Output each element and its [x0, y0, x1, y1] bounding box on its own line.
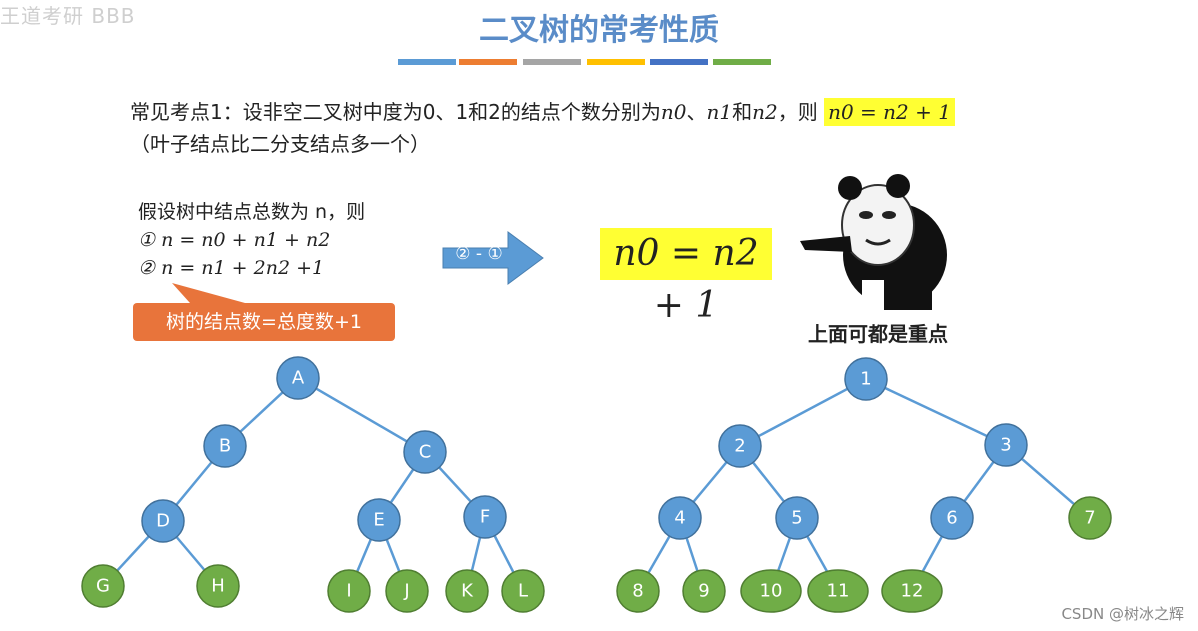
tree-node-label: E — [373, 510, 384, 531]
tree-edge — [739, 377, 867, 448]
assumption-line-1: ① n = n0 + n1 + n2 — [138, 229, 331, 251]
tree-node-G — [81, 564, 125, 608]
tree-node-label: 3 — [1000, 435, 1011, 456]
panda-meme-icon — [800, 174, 947, 310]
tree-node-label: 2 — [734, 436, 745, 457]
tree-node-7 — [1068, 496, 1112, 540]
tree-node-F — [463, 495, 507, 539]
callout-pointer — [172, 283, 245, 303]
assumption-block: 假设树中结点总数为 n，则 ① n = n0 + n1 + n2 ② n = n… — [138, 198, 365, 282]
tree-left: A B C D E F G H I J K L — [81, 356, 545, 613]
tree-node-label: L — [518, 581, 528, 602]
sep2: 和 — [732, 100, 753, 124]
sep1: 、 — [686, 100, 707, 124]
tree-node-label: 8 — [632, 581, 643, 602]
tree-node-label: D — [156, 511, 170, 532]
color-bar-4 — [650, 59, 708, 65]
color-bar-3 — [587, 59, 645, 65]
tree-node-B — [203, 424, 247, 468]
tree-node-label: 10 — [760, 581, 783, 602]
highlighted-formula: n0 = n2 + 1 — [824, 98, 955, 126]
key-point-prefix: 常见考点1：设非空二叉树中度为0、1和2的结点个数分别为 — [130, 100, 661, 124]
tree-node-label: J — [403, 581, 409, 602]
tree-node-5 — [775, 496, 819, 540]
tree-node-8 — [616, 569, 660, 613]
assumption-line-0: 假设树中结点总数为 n，则 — [138, 201, 366, 223]
tree-node-C — [403, 430, 447, 474]
watermark-top-left: 王道考研 BBB — [0, 4, 136, 28]
color-bar-2 — [523, 59, 581, 65]
tree-node-9 — [682, 569, 726, 613]
page-title: 二叉树的常考性质 — [479, 13, 719, 48]
tree-edge — [865, 377, 1007, 447]
tree-node-label: 1 — [860, 369, 871, 390]
n2-symbol: n2 — [752, 100, 778, 124]
panda-caption: 上面可都是重点 — [808, 322, 948, 346]
tree-node-label: 4 — [674, 508, 685, 529]
tree-node-10 — [740, 569, 802, 613]
tree-node-label: 5 — [791, 508, 802, 529]
assumption-line-2: ② n = n1 + 2n2 +1 — [138, 257, 325, 279]
tree-node-E — [357, 498, 401, 542]
tree-node-label: 7 — [1084, 508, 1095, 529]
tree-node-label: C — [419, 442, 432, 463]
color-bar-0 — [398, 59, 456, 65]
tree-node-label: F — [480, 507, 490, 528]
tree-node-1 — [844, 357, 888, 401]
tree-node-11 — [807, 569, 869, 613]
tree-edge — [297, 376, 426, 454]
right-arrow-shape — [442, 231, 544, 285]
big-formula: n0 = n2 + 1 — [600, 228, 772, 326]
n1-symbol: n1 — [706, 100, 733, 124]
tree-node-label: 11 — [827, 581, 850, 602]
tree-node-label: H — [211, 576, 225, 597]
tree-node-A — [276, 356, 320, 400]
tree-node-label: 6 — [946, 508, 957, 529]
tree-node-label: K — [461, 581, 474, 602]
arrow-label: ② - ① — [455, 244, 503, 264]
tree-node-4 — [658, 496, 702, 540]
tree-node-label: G — [96, 576, 110, 597]
csdn-watermark: CSDN @树冰之辉 — [1061, 605, 1184, 623]
tree-node-12 — [881, 569, 943, 613]
tree-node-H — [196, 564, 240, 608]
tree-node-label: A — [292, 368, 305, 389]
n0-symbol: n0 — [660, 100, 687, 124]
tree-node-L — [501, 569, 545, 613]
then-text: ，则 — [777, 100, 818, 124]
tree-node-label: B — [219, 436, 231, 457]
color-bar-5 — [713, 59, 771, 65]
color-bar-1 — [459, 59, 517, 65]
tree-node-label: I — [346, 581, 351, 602]
tree-node-I — [327, 569, 371, 613]
tree-node-K — [445, 569, 489, 613]
tree-node-2 — [718, 424, 762, 468]
tree-node-label: 9 — [698, 581, 709, 602]
tree-node-3 — [984, 423, 1028, 467]
key-point-note: （叶子结点比二分支结点多一个） — [130, 132, 430, 156]
callout-box: 树的结点数=总度数+1 — [133, 303, 395, 341]
key-point-line: 常见考点1：设非空二叉树中度为0、1和2的结点个数分别为n0、n1和n2，则 n… — [130, 96, 955, 126]
tree-node-D — [141, 499, 185, 543]
tree-node-J — [385, 569, 429, 613]
tree-node-6 — [930, 496, 974, 540]
tree-node-label: 12 — [901, 581, 924, 602]
